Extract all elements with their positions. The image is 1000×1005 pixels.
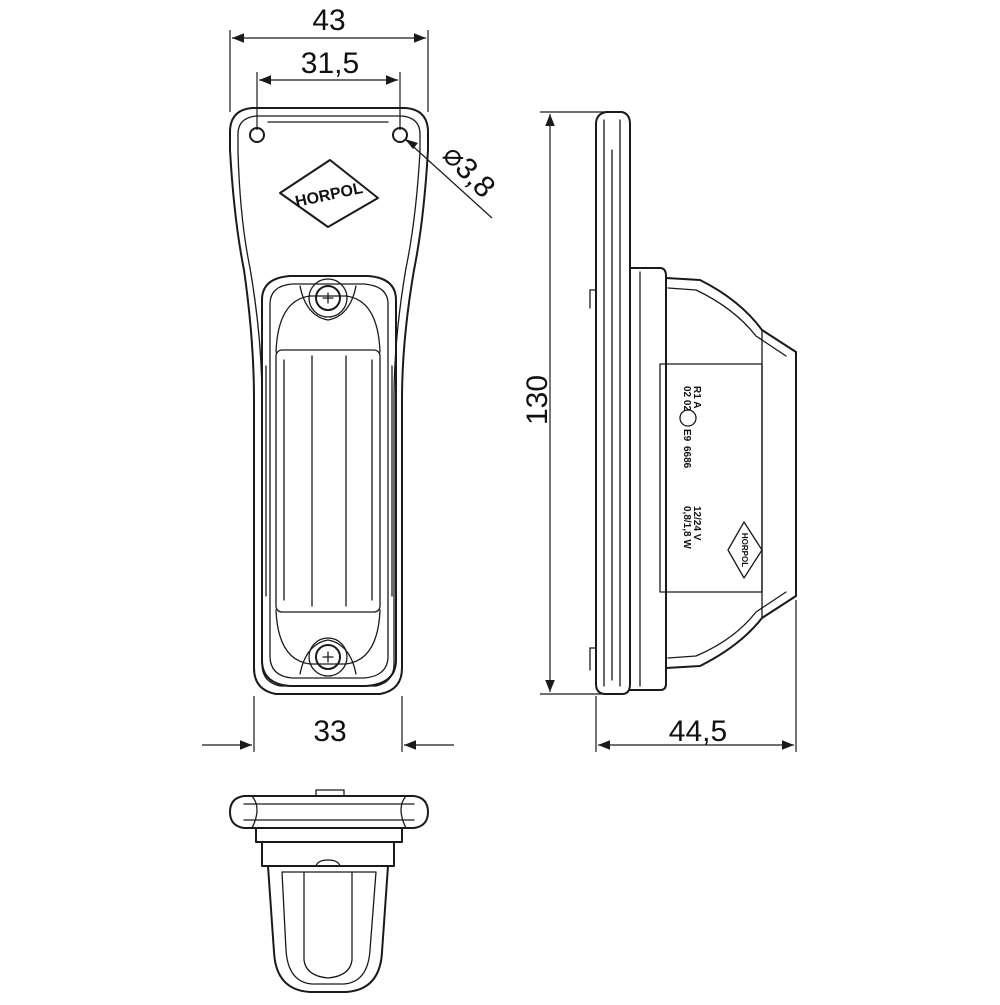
screw-icon-bottom — [308, 637, 348, 677]
bottom-lens — [267, 865, 389, 993]
screw-icon-top — [308, 278, 348, 318]
bottom-view — [229, 789, 429, 993]
side-lens-dome — [665, 277, 797, 669]
svg-text:0,8/1,8 W: 0,8/1,8 W — [681, 506, 692, 549]
side-label — [659, 363, 763, 593]
dim-130-text: 130 — [521, 375, 554, 425]
dim-31-5-text: 31,5 — [301, 47, 359, 80]
side-housing — [629, 267, 667, 691]
svg-text:6686: 6686 — [681, 446, 692, 469]
dim-33-text: 33 — [313, 715, 346, 748]
side-plate — [595, 111, 631, 695]
approval-mark-icon — [679, 409, 697, 427]
dimension-hole-spacing: 31,5 — [256, 47, 401, 130]
svg-text:12/24 V: 12/24 V — [691, 506, 702, 541]
dim-44-5-text: 44,5 — [669, 715, 727, 748]
dim-3-8-text: ⌀3,8 — [436, 138, 501, 204]
lens-housing-inner — [269, 283, 389, 679]
lens-body — [275, 349, 381, 613]
front-outline — [229, 107, 429, 695]
svg-text:02 02: 02 02 — [681, 386, 692, 411]
svg-text:R1 A: R1 A — [691, 386, 702, 408]
bottom-housing — [261, 841, 395, 867]
dimension-height: 130 — [521, 111, 606, 695]
mounting-hole-right — [392, 127, 408, 143]
dimension-depth: 44,5 — [595, 600, 797, 752]
dimension-bottom-width: 33 — [202, 696, 454, 752]
front-view: HORPOL — [229, 107, 429, 695]
svg-text:HORPOL: HORPOL — [740, 533, 749, 567]
bottom-plate — [229, 795, 429, 829]
dim-43-text: 43 — [312, 4, 345, 37]
dimension-top-width: 43 — [229, 4, 429, 112]
mounting-hole-left — [249, 127, 265, 143]
horpol-logo-front: HORPOL — [279, 159, 379, 228]
side-view: R1 A 02 02 E9 6686 12/24 V 0,8/1,8 W HOR… — [589, 111, 797, 695]
lens-housing — [261, 275, 397, 687]
side-label-text: R1 A 02 02 E9 6686 12/24 V 0,8/1,8 W — [681, 386, 702, 549]
svg-text:E9: E9 — [681, 429, 692, 442]
logo-text-front: HORPOL — [294, 180, 365, 211]
bottom-base — [255, 827, 403, 843]
horpol-logo-side: HORPOL — [727, 521, 763, 579]
front-outline-inner — [237, 115, 421, 687]
